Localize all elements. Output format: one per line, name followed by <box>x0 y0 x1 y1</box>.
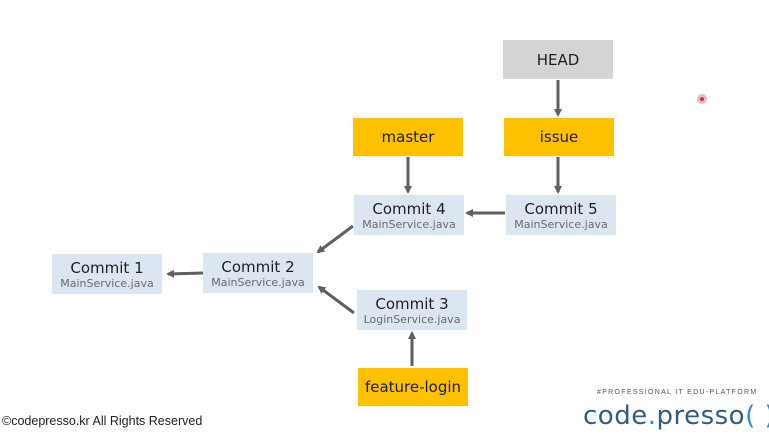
copyright-text: ©codepresso.kr All Rights Reserved <box>2 414 203 428</box>
branch-feature-login: feature-login <box>358 368 468 406</box>
commit-title: Commit 5 <box>524 199 598 218</box>
commit-file: MainService.java <box>362 217 456 231</box>
branch-issue-label: issue <box>539 128 579 146</box>
commit-3: Commit 3 LoginService.java <box>357 290 467 330</box>
commit-file: MainService.java <box>514 217 608 231</box>
commit-file: MainService.java <box>211 275 305 289</box>
arrow-commit2-to-commit1 <box>166 269 204 278</box>
logo-dot: . <box>647 401 657 431</box>
branch-issue: issue <box>504 118 614 156</box>
logo-parens: ( ) <box>745 401 769 431</box>
commit-title: Commit 2 <box>221 257 295 276</box>
platform-tagline: #PROFESSIONAL IT EDU-PLATFORM <box>597 389 758 396</box>
logo-code: code <box>583 401 648 431</box>
commit-file: MainService.java <box>60 276 154 290</box>
branch-master: master <box>353 118 463 156</box>
laser-pointer-dot <box>697 94 707 104</box>
commit-title: Commit 3 <box>375 294 449 313</box>
commit-2: Commit 2 MainService.java <box>203 253 313 293</box>
branch-feature-login-label: feature-login <box>364 378 462 396</box>
commit-1: Commit 1 MainService.java <box>52 254 162 294</box>
branch-master-label: master <box>381 128 435 146</box>
codepresso-logo: code.presso( ) <box>583 401 769 431</box>
commit-title: Commit 4 <box>372 199 446 218</box>
head-pointer: HEAD <box>503 40 613 79</box>
commit-file: LoginService.java <box>363 312 461 326</box>
head-label: HEAD <box>536 50 580 69</box>
commit-5: Commit 5 MainService.java <box>506 195 616 235</box>
arrow-commit4-to-commit2 <box>316 224 354 254</box>
arrow-commit3-to-commit2 <box>317 285 355 315</box>
commit-title: Commit 1 <box>70 258 144 277</box>
commit-4: Commit 4 MainService.java <box>354 195 464 235</box>
logo-presso: presso <box>656 401 746 431</box>
